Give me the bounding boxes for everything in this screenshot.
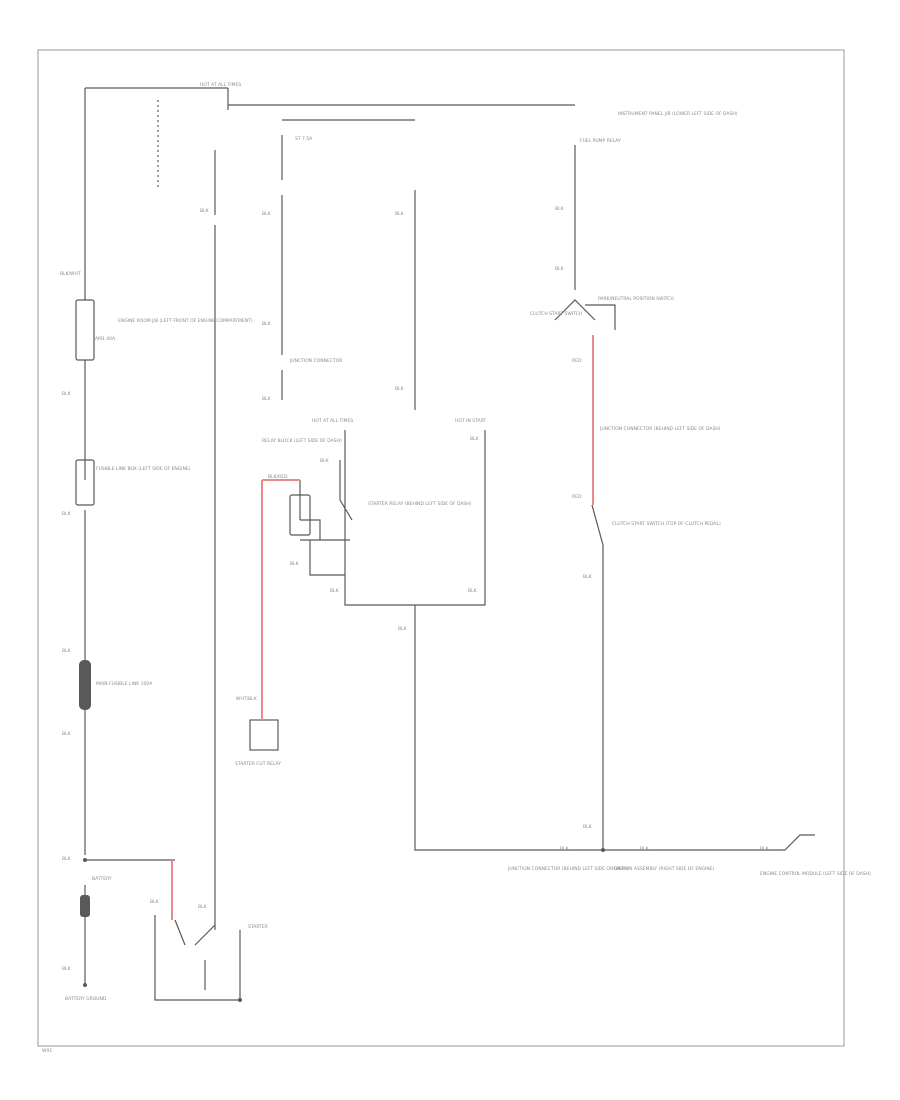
label-hot-all-times: HOT AT ALL TIMES bbox=[200, 82, 241, 88]
label-engine-room-jb: ENGINE ROOM J/B (LEFT FRONT OF ENGINE CO… bbox=[118, 318, 253, 324]
battery-ground-dot bbox=[83, 983, 87, 987]
label-main-fusible: MAIN FUSIBLE LINK 100A bbox=[96, 681, 153, 687]
label-wire-blk-26: BLK bbox=[198, 904, 208, 910]
label-am1: AM1 40A bbox=[95, 336, 116, 342]
label-ground-junction: JUNCTION CONNECTOR (BEHIND LEFT SIDE OF … bbox=[507, 866, 629, 872]
label-wire-blk-19: BLK bbox=[398, 626, 408, 632]
label-junction-conn-2: JUNCTION CONNECTOR (BEHIND LEFT SIDE OF … bbox=[599, 426, 721, 432]
labels: HOT AT ALL TIMES INSTRUMENT PANEL J/B (L… bbox=[42, 82, 871, 1054]
label-wire-blk-ign: BLK bbox=[395, 211, 405, 217]
label-wire-blk-3: BLK bbox=[62, 391, 72, 397]
label-wire-blk-10: BLK bbox=[555, 206, 565, 212]
label-relay-block: RELAY BLOCK (LEFT SIDE OF DASH) bbox=[262, 438, 342, 444]
fuse-link-box bbox=[75, 299, 95, 361]
label-wire-blk-23: BLK bbox=[560, 846, 570, 852]
sheet-code: W91 bbox=[42, 1048, 52, 1054]
label-starter: STARTER bbox=[248, 924, 268, 930]
starter-contacts bbox=[174, 919, 216, 946]
label-clutch-desc: CLUTCH START SWITCH (TOP OF CLUTCH PEDAL… bbox=[612, 521, 721, 527]
label-hot-in-start-b: HOT IN START bbox=[455, 418, 486, 424]
label-engine-ground: ENGINE CONTROL MODULE (LEFT SIDE OF DASH… bbox=[760, 871, 871, 877]
clutch-switch bbox=[591, 504, 604, 546]
starter-cut-relay-box bbox=[289, 494, 311, 536]
label-st-fuse: ST 7.5A bbox=[295, 136, 313, 142]
label-clutch-start-sw: CLUTCH START SWITCH bbox=[530, 311, 582, 317]
label-wire-blk-24: BLK bbox=[640, 846, 650, 852]
label-wire-blk-22: BLK bbox=[583, 824, 593, 830]
label-wire-blk-16: BLK bbox=[290, 561, 300, 567]
battery-splice-dot bbox=[83, 858, 87, 862]
label-wire-blk-17: BLK bbox=[330, 588, 340, 594]
label-wire-blk-25: BLK bbox=[760, 846, 770, 852]
label-battery-ground: BATTERY GROUND bbox=[65, 996, 107, 1002]
splice-dot bbox=[601, 848, 605, 852]
label-ground-junction-2: IGNITION ASSEMBLY (RIGHT SIDE OF ENGINE) bbox=[612, 866, 715, 872]
wires bbox=[75, 87, 815, 1001]
label-wire-blk-2: BLK bbox=[262, 211, 272, 217]
label-junction-connector: JUNCTION CONNECTOR bbox=[289, 358, 342, 364]
bottom-bus bbox=[414, 605, 785, 851]
label-wire-blk-21: BLK bbox=[583, 574, 593, 580]
label-wire-blk-wht: BLK/WHT bbox=[60, 271, 81, 277]
main-fusible-link bbox=[79, 660, 91, 710]
relay-switch bbox=[339, 460, 353, 521]
label-wire-blk-12: BLK bbox=[262, 396, 272, 402]
relay-coil bbox=[300, 519, 321, 540]
selector-switch bbox=[554, 299, 596, 321]
label-fusible-link-box: FUSIBLE LINK BOX (LEFT SIDE OF ENGINE) bbox=[96, 466, 191, 472]
label-wire-blk-15: BLK bbox=[470, 436, 480, 442]
label-wire-red-2: RED bbox=[572, 494, 582, 500]
selector-arm bbox=[585, 304, 616, 330]
label-wire-blk-14: BLK bbox=[320, 458, 330, 464]
label-wire-blk-7: BLK bbox=[62, 856, 72, 862]
relay-lower bbox=[300, 539, 350, 576]
label-fuel-pump-relay: FUEL PUMP RELAY bbox=[580, 138, 621, 144]
label-wire-red: RED bbox=[572, 358, 582, 364]
label-wire-blk-27: BLK bbox=[150, 899, 160, 905]
label-hot-at-all-times-a: HOT AT ALL TIMES bbox=[312, 418, 353, 424]
battery-symbol bbox=[80, 895, 90, 917]
label-park-neutral: PARK/NEUTRAL POSITION SWITCH bbox=[598, 296, 674, 302]
highlight-wires bbox=[171, 335, 594, 920]
starter-ground-left bbox=[154, 915, 240, 1001]
battery-cell bbox=[80, 895, 90, 917]
label-wire-blk-20: BLK bbox=[555, 266, 565, 272]
label-wire-blk-13: BLK bbox=[395, 386, 405, 392]
label-wire-blk-9: BLK bbox=[62, 966, 72, 972]
label-instrument-jb: INSTRUMENT PANEL J/B (LOWER LEFT SIDE OF… bbox=[618, 111, 738, 117]
label-wire-blk-4: BLK bbox=[62, 511, 72, 517]
fuse-link-box-2 bbox=[75, 459, 95, 506]
relay-box bbox=[344, 430, 486, 606]
diagram-border bbox=[37, 49, 845, 1047]
ecm-switch bbox=[784, 834, 815, 851]
label-wire-blk: BLK bbox=[200, 208, 210, 214]
red-wire-starter-cut bbox=[261, 479, 300, 720]
label-wire-blk-red: BLK/RED bbox=[268, 474, 288, 480]
label-starter-cut-relay: STARTER CUT RELAY bbox=[235, 761, 281, 767]
label-wire-blk-6: BLK bbox=[62, 731, 72, 737]
starter-ground-dot bbox=[238, 998, 242, 1002]
label-wire-wht-blk: WHT/BLK bbox=[236, 696, 258, 702]
label-wire-blk-5: BLK bbox=[62, 648, 72, 654]
label-wire-blk-18: BLK bbox=[468, 588, 478, 594]
label-starter-relay: STARTER RELAY (BEHIND LEFT SIDE OF DASH) bbox=[368, 501, 472, 507]
label-battery: BATTERY bbox=[92, 876, 112, 882]
label-wire-blk-11: BLK bbox=[262, 321, 272, 327]
junction-connector-box bbox=[249, 719, 279, 751]
